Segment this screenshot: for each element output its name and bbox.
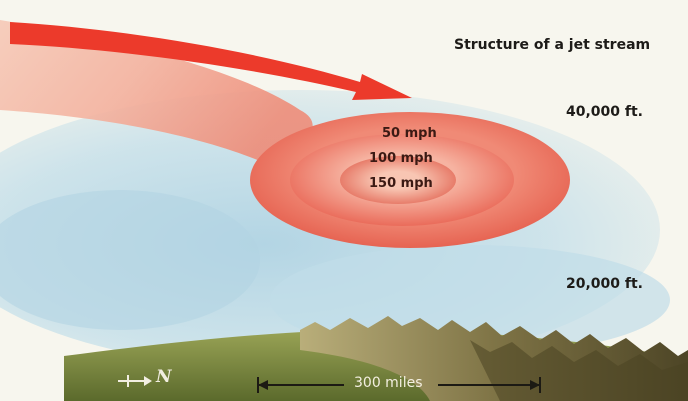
speed-label-outer: 50 mph [382,126,437,141]
altitude-label-high: 40,000 ft. [566,104,643,120]
diagram-title: Structure of a jet stream [454,37,650,53]
scale-bar-label: 300 miles [354,375,423,391]
speed-label-middle: 100 mph [369,151,433,166]
speed-label-inner: 150 mph [369,176,433,191]
compass-north-label: N [156,367,172,387]
altitude-label-low: 20,000 ft. [566,276,643,292]
